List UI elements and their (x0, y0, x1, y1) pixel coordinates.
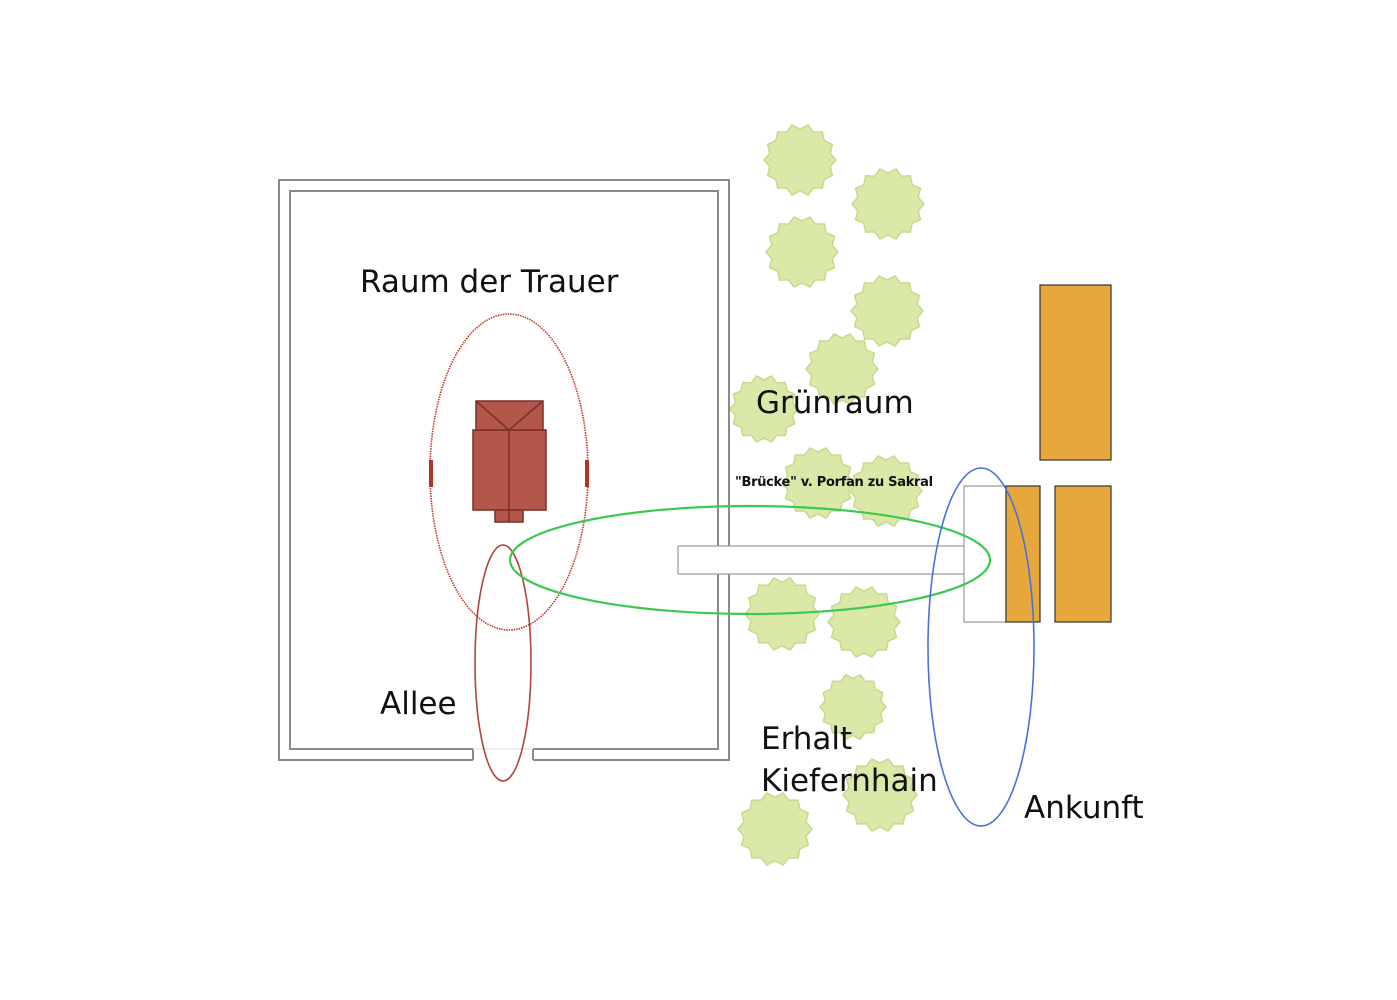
label-bruecke: "Brücke" v. Porfan zu Sakral (735, 475, 933, 490)
trauer-zone (429, 313, 589, 631)
building-gate-left (1005, 485, 1041, 623)
chapel-icon (472, 400, 547, 523)
label-kiefernhain: Kiefernhain (761, 763, 938, 799)
tree-icon (851, 168, 925, 240)
tree-icon (737, 792, 813, 866)
building-top (1039, 284, 1112, 461)
label-raum-der-trauer: Raum der Trauer (360, 264, 619, 300)
label-allee: Allee (380, 686, 457, 722)
inner-wall (289, 190, 719, 750)
tree-group (729, 124, 925, 866)
tree-icon (827, 586, 901, 658)
label-erhalt: Erhalt (761, 721, 852, 757)
building-bottom-right (1054, 485, 1112, 623)
allee-ellipse (474, 544, 532, 782)
tree-icon (842, 758, 918, 832)
tree-icon (805, 333, 879, 405)
tree-icon (850, 275, 924, 347)
chapel-ridge-left (475, 400, 510, 431)
bruecke-ellipse (508, 504, 992, 616)
label-ankunft: Ankunft (1024, 790, 1144, 826)
arrival-platform (963, 485, 1007, 623)
chapel-ridge-right (508, 400, 544, 431)
tree-icon (819, 674, 887, 740)
orange-buildings (1005, 284, 1112, 623)
ankunft-ellipse (927, 467, 1035, 827)
chapel-roof (475, 400, 544, 431)
enclosure-wall (278, 179, 730, 761)
tree-icon (763, 124, 837, 196)
label-gruenraum: Grünraum (756, 385, 914, 421)
outer-wall (278, 179, 730, 761)
tree-icon (765, 216, 839, 288)
bruecke-path (677, 485, 1007, 623)
tree-icon (781, 447, 855, 519)
